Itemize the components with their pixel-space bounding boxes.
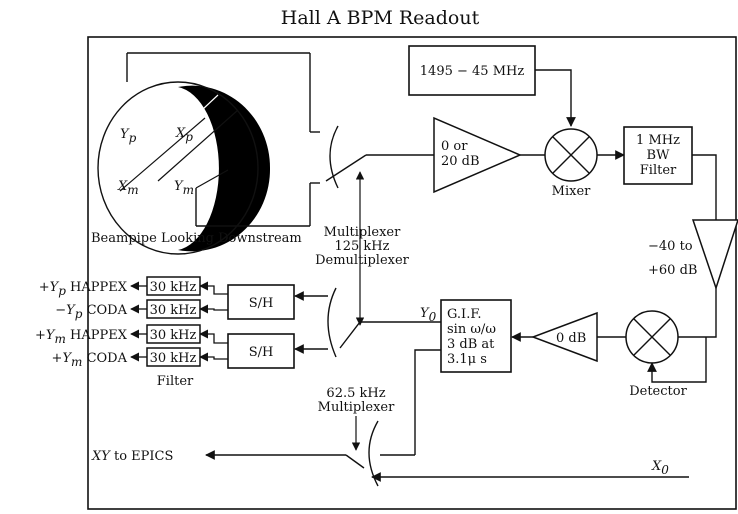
- demultiplexer-switch: [327, 287, 337, 358]
- beampipe-label: Beampipe Looking Downstream: [91, 231, 302, 246]
- multiplexer-switch-1: [325, 125, 434, 326]
- oscillator-label: 1495 − 45 MHz: [420, 64, 525, 79]
- gif-line3: 3 dB at: [447, 337, 495, 352]
- multiplexer-2-line1: 62.5 kHz: [326, 386, 385, 401]
- gif-line4: 3.1μ s: [447, 352, 487, 367]
- bw-filter-box: [623, 126, 693, 185]
- label-yp: Yp: [120, 127, 137, 145]
- filter-label-4: 30 kHz: [150, 351, 197, 366]
- mixer-icon: [544, 128, 598, 182]
- multiplexer-1-line3: Demultiplexer: [315, 253, 410, 268]
- epics-label: XY to EPICS: [91, 449, 173, 464]
- beampipe-circle: [97, 81, 259, 255]
- mixer-label: Mixer: [552, 184, 591, 199]
- gif-line1: G.I.F.: [447, 307, 481, 322]
- multiplexer-switch-2: [368, 420, 379, 487]
- gif-line2: sin ω/ω: [447, 322, 496, 337]
- filter-label-3: 30 kHz: [150, 328, 197, 343]
- oscillator-box: [408, 45, 536, 96]
- output-label-4: +Ym CODA: [52, 351, 128, 369]
- beampipe-pickup-band: [178, 85, 271, 252]
- gif-box: [440, 299, 512, 373]
- label-xp: Xp: [175, 126, 193, 144]
- bw-filter-line3: Filter: [640, 163, 677, 178]
- sample-hold-1-label: S/H: [249, 296, 274, 311]
- multiplexer-2-line2: Multiplexer: [318, 400, 395, 415]
- variable-gain-line2: +60 dB: [648, 263, 697, 278]
- detector-icon: [625, 310, 679, 364]
- detector-label: Detector: [629, 384, 687, 399]
- amplifier-0-20db: [433, 116, 522, 194]
- sample-hold-2-label: S/H: [249, 345, 274, 360]
- filter-bank: [146, 276, 201, 367]
- beampipe-illustration: [97, 52, 320, 255]
- label-y0: Y0: [420, 306, 437, 324]
- output-label-1: +Yp HAPPEX: [39, 280, 128, 298]
- sample-hold-2: [227, 333, 295, 369]
- sample-hold-1: [227, 284, 295, 320]
- filter-label-1: 30 kHz: [150, 280, 197, 295]
- diagram-title: Hall A BPM Readout: [281, 7, 480, 29]
- label-x0: X0: [651, 459, 669, 477]
- amplifier-line2: 20 dB: [441, 154, 480, 169]
- multiplexer-1-line1: Multiplexer: [324, 225, 401, 240]
- variable-gain-line1: −40 to: [648, 239, 693, 254]
- attenuator-label: 0 dB: [556, 331, 586, 346]
- filter-label-2: 30 kHz: [150, 303, 197, 318]
- bw-filter-line2: BW: [647, 148, 671, 163]
- multiplexer-1-line2: 125 kHz: [334, 239, 389, 254]
- attenuator-0db: [530, 311, 598, 363]
- variable-gain-amplifier: [691, 219, 738, 291]
- output-label-3: +Ym HAPPEX: [35, 328, 128, 346]
- bw-filter-line1: 1 MHz: [636, 133, 680, 148]
- outer-frame: [87, 36, 737, 510]
- output-label-2: −Yp CODA: [55, 303, 127, 321]
- amplifier-line1: 0 or: [441, 139, 468, 154]
- filter-caption: Filter: [157, 374, 194, 389]
- label-xm: Xm: [117, 179, 139, 197]
- label-ym: Ym: [174, 179, 194, 197]
